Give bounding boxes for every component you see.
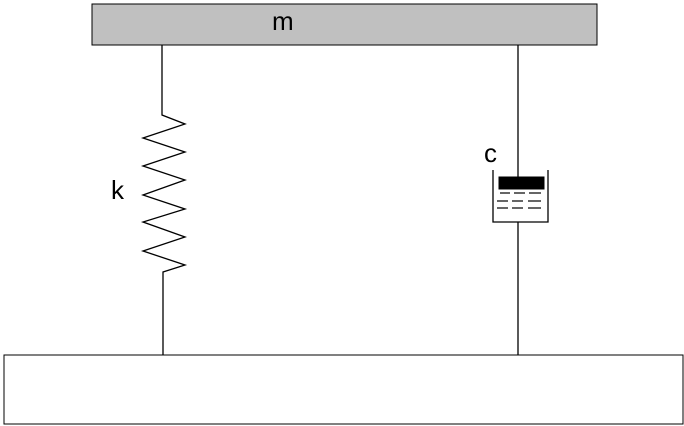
mass-block xyxy=(91,3,598,46)
ground-block xyxy=(3,354,684,425)
spring-label: k xyxy=(111,175,124,205)
damper xyxy=(492,45,549,355)
mass-label: m xyxy=(272,6,294,36)
spring xyxy=(140,45,188,355)
damper-label: c xyxy=(484,138,497,168)
